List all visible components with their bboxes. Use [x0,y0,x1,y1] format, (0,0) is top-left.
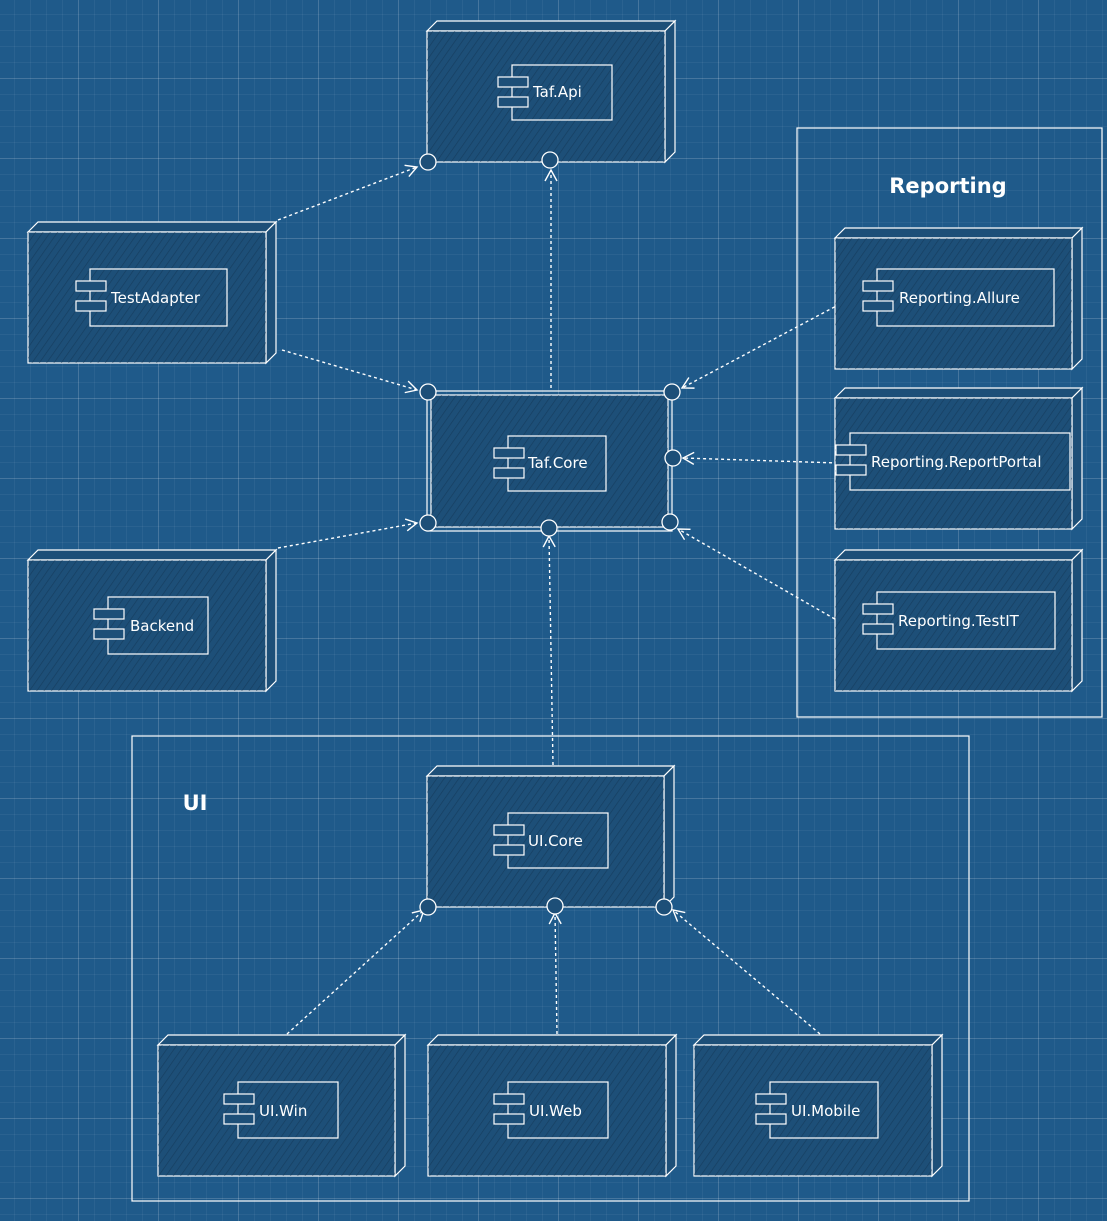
component-icon [75,268,228,327]
ui-group-title: UI [183,791,208,815]
node-ui-mobile[interactable]: UI.Mobile [692,1033,944,1178]
component-icon [862,268,1055,327]
edge-testadapter-tafcore [281,349,419,394]
component-icon [497,64,613,121]
node-reporting-allure[interactable]: Reporting.Allure [833,226,1084,371]
component-label-backend: Backend [130,617,194,635]
port-icon [663,383,681,401]
component-label-taf-core: Taf.Core [527,454,588,472]
node-taf-core[interactable]: Taf.Core [419,383,682,537]
component-label-reporting-allure: Reporting.Allure [899,289,1020,307]
edge-allure-tafcore [680,303,841,389]
component-icon [223,1081,339,1139]
component-label-test-adapter: TestAdapter [110,289,201,307]
component-icon [93,596,209,655]
component-label-taf-api: Taf.Api [532,83,582,101]
component-icon [835,432,1071,491]
component-label-reporting-testit: Reporting.TestIT [898,612,1020,630]
reporting-group-title: Reporting [889,174,1006,198]
component-icon [493,435,607,492]
edge-testadapter-tafapi [277,164,419,221]
port-icon [661,513,679,531]
component-label-ui-mobile: UI.Mobile [791,1102,860,1120]
node-ui-win[interactable]: UI.Win [156,1033,407,1178]
reporting-group[interactable]: Reporting [796,127,1103,718]
node-taf-api[interactable]: Taf.Api [419,19,677,171]
edge-reportportal-tafcore [681,451,839,465]
node-ui-core[interactable]: UI.Core [419,764,676,916]
edge-uiweb-uicore [548,911,562,1035]
node-reporting-report-portal[interactable]: Reporting.ReportPortal [833,386,1084,531]
port-icon [419,898,437,916]
node-backend[interactable]: Backend [26,548,278,693]
port-icon [664,449,682,467]
edge-uimobile-uicore [671,909,821,1035]
component-icon [493,812,609,869]
port-icon [419,153,437,171]
port-icon [540,519,558,537]
dependency-edges [277,164,841,1035]
component-label-reporting-report-portal: Reporting.ReportPortal [871,453,1042,471]
port-icon [419,514,437,532]
port-icon [546,897,564,915]
ui-group[interactable]: UI [131,735,970,1202]
node-reporting-testit[interactable]: Reporting.TestIT [833,548,1084,693]
edge-backend-tafcore [277,518,419,549]
edge-uiwin-uicore [286,909,426,1035]
port-icon [541,151,559,169]
edge-testit-tafcore [676,528,841,623]
port-icon [419,383,437,401]
component-label-ui-win: UI.Win [259,1102,307,1120]
component-icon [862,591,1056,650]
component-label-ui-core: UI.Core [528,832,583,850]
component-icon [755,1081,879,1139]
edge-uicore-tafcore [542,534,556,766]
node-test-adapter[interactable]: TestAdapter [26,220,278,365]
port-icon [655,898,673,916]
node-ui-web[interactable]: UI.Web [426,1033,678,1178]
component-label-ui-web: UI.Web [529,1102,582,1120]
component-icon [493,1081,609,1139]
